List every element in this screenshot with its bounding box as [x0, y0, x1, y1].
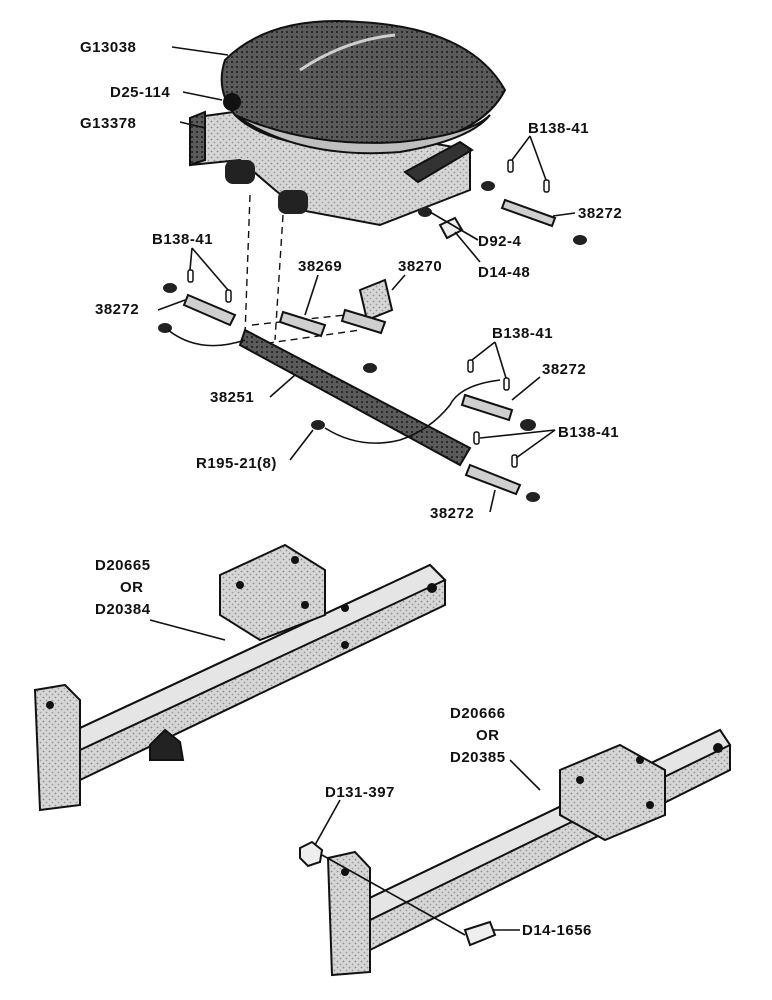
cotter-b [543, 179, 550, 193]
pin-bottom-ring [526, 492, 540, 502]
label-pivot-block: 38270 [398, 258, 442, 275]
label-pin-bottom: 38272 [430, 505, 474, 522]
cotter-h [511, 454, 518, 468]
seat-pan-ridge [299, 33, 396, 72]
pivot-block-pin [340, 308, 387, 335]
label-left-support-b: D20384 [95, 601, 151, 618]
seat-bracket-tube [403, 140, 474, 184]
seat-bracket-foot-left [225, 160, 255, 184]
label-seat-knob: D25-114 [110, 84, 170, 101]
left-support-mount [219, 543, 326, 642]
cotter-c [187, 269, 194, 283]
label-pin-top-right: 38272 [578, 205, 622, 222]
main-shaft [238, 328, 472, 467]
right-support [299, 728, 732, 977]
shaft-ring-right [520, 419, 536, 431]
label-pin-set-lower-right: B138-41 [558, 424, 619, 441]
label-nut: D131-397 [325, 784, 395, 801]
bolt-d14-1656 [463, 920, 497, 947]
pin-top-right [500, 198, 557, 228]
seat-bracket-flange [189, 110, 206, 167]
cotter-g [473, 431, 480, 445]
shaft-group [158, 269, 540, 502]
left-support-clip [149, 728, 185, 761]
label-pin-set-left: B138-41 [152, 231, 213, 248]
seat-knob [223, 93, 241, 111]
label-washer: D92-4 [478, 233, 522, 250]
label-left-support-a: D20665 [95, 557, 151, 574]
label-seat-bracket: G13378 [80, 115, 136, 132]
seat-pan-rim [234, 114, 491, 155]
left-support-upright [33, 683, 81, 812]
pin-bottom [464, 463, 522, 496]
label-pin-left: 38272 [95, 301, 139, 318]
pin-top-right-ring-b [573, 235, 587, 245]
bushing [278, 310, 327, 338]
pin-mid-right [460, 393, 514, 422]
label-seat: G13038 [80, 39, 136, 56]
left-support-hole [46, 701, 54, 709]
label-bushing: 38269 [298, 258, 342, 275]
label-pin-mid-right: 38272 [542, 361, 586, 378]
seat-assembly [189, 20, 587, 245]
pin-left [182, 293, 237, 327]
label-bolt-d14-1656: D14-1656 [522, 922, 592, 939]
label-bolt-d14-48: D14-48 [478, 264, 530, 281]
leader-lines [149, 46, 576, 931]
shaft-ring-mid [363, 363, 377, 373]
label-right-support-or: OR [476, 727, 500, 744]
spring-ring [311, 420, 325, 430]
right-support-mount [559, 743, 666, 842]
washer-d92-4 [418, 207, 432, 217]
label-pin-set-top-right: B138-41 [528, 120, 589, 137]
label-left-support-or: OR [120, 579, 144, 596]
left-support [33, 543, 447, 812]
cotter-a [507, 159, 514, 173]
right-support-upright [326, 850, 371, 977]
label-right-support-a: D20666 [450, 705, 506, 722]
right-support-arm-top [353, 728, 732, 922]
assembly-dashes [244, 194, 361, 346]
right-support-hole [341, 868, 349, 876]
part-labels: G13038 D25-114 G13378 B138-41 38272 D92-… [80, 39, 622, 939]
label-right-support-b: D20385 [450, 749, 506, 766]
seat-bracket-foot-right [278, 190, 308, 214]
cotter-d [225, 289, 232, 303]
pin-left-ring [163, 283, 177, 293]
nut-d131-397 [299, 840, 324, 868]
cotter-e [467, 359, 474, 373]
label-main-shaft: 38251 [210, 389, 254, 406]
label-pin-set-mid-right: B138-41 [492, 325, 553, 342]
label-spring-ring: R195-21(8) [196, 455, 277, 472]
cotter-f [503, 377, 510, 391]
pin-top-right-ring-a [481, 181, 495, 191]
pivot-block [358, 278, 394, 322]
